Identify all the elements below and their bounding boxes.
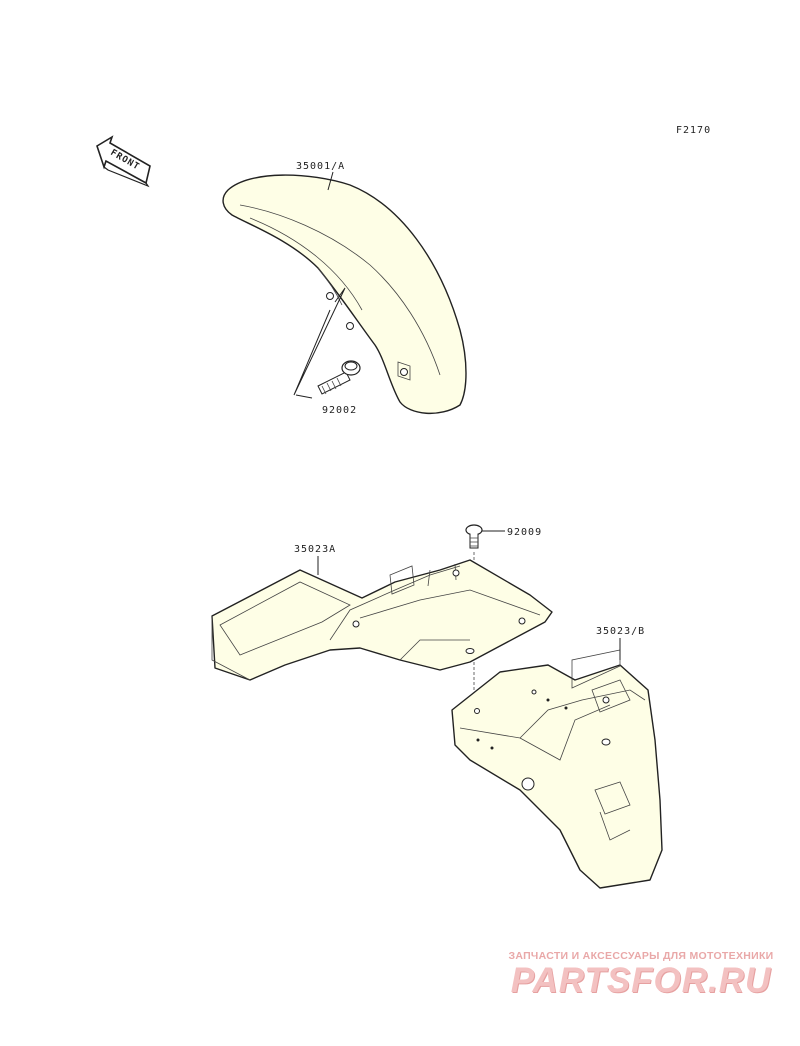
rear-fender-b — [451, 649, 663, 889]
label-35023a: 35023A — [294, 544, 336, 555]
watermark: ЗАПЧАСТИ И АКСЕССУАРЫ ДЛЯ МОТОТЕХНИКИ PA… — [486, 950, 796, 1000]
label-92009: 92009 — [507, 527, 542, 538]
leader-35001a — [327, 171, 334, 191]
watermark-brand: PARTSFOR.RU — [510, 961, 772, 1000]
rear-fender-a — [211, 559, 553, 681]
figure-code: F2170 — [676, 125, 711, 136]
label-35001a: 35001/A — [296, 161, 345, 172]
front-fender — [222, 174, 467, 415]
label-35023b: 35023/B — [596, 626, 645, 637]
fender-bolt — [317, 360, 361, 395]
front-arrow-icon: FRONT — [96, 135, 151, 188]
leader-92002-arrows — [293, 287, 346, 396]
rear-screw — [465, 524, 483, 549]
watermark-tagline: ЗАПЧАСТИ И АКСЕССУАРЫ ДЛЯ МОТОТЕХНИКИ — [508, 950, 774, 962]
label-92002: 92002 — [322, 405, 357, 416]
